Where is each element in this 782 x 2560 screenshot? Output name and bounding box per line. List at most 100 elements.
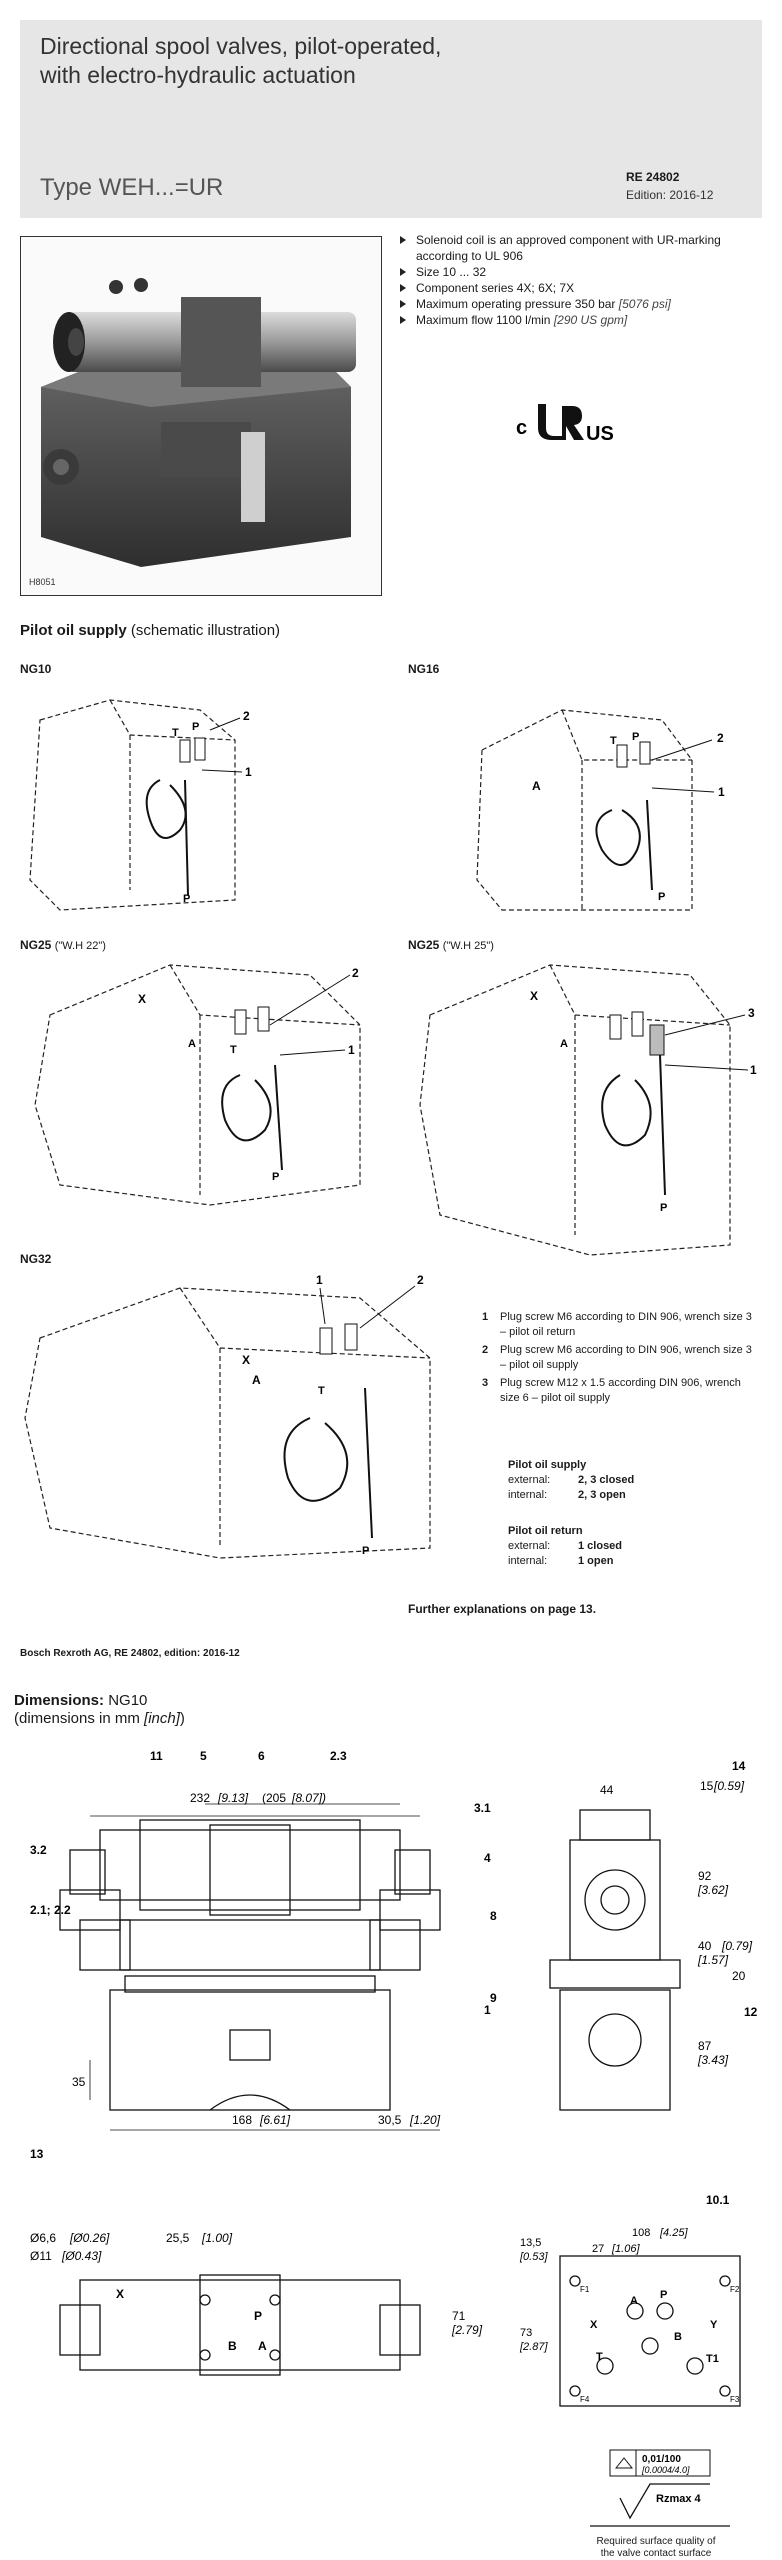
callout-3: 3 <box>748 1006 755 1020</box>
port-a: A <box>630 2295 638 2307</box>
port-p: P <box>362 1545 369 1557</box>
surface-quality-symbol: 0,01/100 [0.0004/4.0] Rzmax 4 <box>590 2449 730 2527</box>
dim-108-inch: [4.25] <box>659 2227 688 2239</box>
header-band: Directional spool valves, pilot-operated… <box>20 20 762 218</box>
port-t: T <box>172 727 179 739</box>
callout-2: 2 <box>417 1273 424 1287</box>
callout-1: 1 <box>245 765 252 779</box>
dim-71: 71 <box>452 2309 466 2323</box>
pos-11: 11 <box>150 1749 163 1763</box>
label-ng32: NG32 <box>20 1252 52 1266</box>
dim-40-inch: [1.57] <box>697 1953 729 1967</box>
callout-2: 2 <box>243 709 250 723</box>
surface-caption: Required surface quality of the valve co… <box>596 2536 716 2559</box>
dim-92: 92 <box>698 1869 712 1883</box>
dim-73: 73 <box>520 2327 532 2339</box>
dim-dia-6-6-inch: [Ø0.26] <box>69 2231 110 2245</box>
dim-87-inch: [3.43] <box>697 2053 729 2067</box>
dim-13-5: 13,5 <box>520 2237 541 2249</box>
photo-code: H8051 <box>29 577 56 587</box>
port-a: A <box>532 779 541 793</box>
ng10-schematic: 2 1 P T P <box>29 699 252 911</box>
port-p: P <box>632 731 639 743</box>
ur-mark-us: US <box>586 423 614 445</box>
pos-10-1: 10.1 <box>706 2193 730 2207</box>
port-x: X <box>116 2287 124 2301</box>
mounting-face-drawing: 108 [4.25] 13,5 [0.53] 27 [1.06] 73 [2.8… <box>519 2227 741 2407</box>
further-explanations: Further explanations on page 13. <box>408 1602 597 1616</box>
pos-6: 6 <box>258 1749 265 1763</box>
port-f3: F3 <box>730 2395 740 2404</box>
feature-item: Size 10 ... 32 <box>398 264 738 280</box>
port-t: T <box>610 735 617 747</box>
supply-legend: Pilot oil supply external:2, 3 closed in… <box>508 1459 635 1501</box>
dim-44: 44 <box>600 1783 614 1797</box>
ng25-22-schematic: 2 1 P T X A <box>34 964 361 1206</box>
label-ng10: NG10 <box>20 662 52 676</box>
port-p: P <box>183 893 190 905</box>
dim-232-inch: [9.13] <box>217 1791 249 1805</box>
dim-20: 20 <box>732 1969 746 1983</box>
pos-3-2: 3.2 <box>30 1843 47 1857</box>
ng32-schematic: 1 2 P T X A <box>24 1273 431 1559</box>
dim-25-5-inch: [1.00] <box>201 2231 233 2245</box>
dim-15-inch: [0.59] <box>713 1779 745 1793</box>
product-photo: H8051 <box>20 236 382 596</box>
dim-dia-11: Ø11 <box>30 2249 52 2263</box>
pos-2-3: 2.3 <box>330 1749 347 1763</box>
port-x: X <box>138 992 146 1006</box>
dim-168-inch: [6.61] <box>259 2113 291 2127</box>
document-title: Directional spool valves, pilot-operated… <box>40 33 442 88</box>
roughness-value: Rzmax 4 <box>656 2493 702 2505</box>
port-t: T <box>596 2351 603 2363</box>
return-legend: Pilot oil return external:1 closed inter… <box>508 1525 623 1567</box>
port-a: A <box>252 1373 261 1387</box>
dim-25-5: 25,5 <box>166 2231 190 2245</box>
ng16-schematic: 2 1 P T P A <box>476 709 725 911</box>
dim-15: 15 <box>700 1779 714 1793</box>
valve-illustration <box>21 237 381 595</box>
callout-2: 2 <box>717 731 724 745</box>
port-t: T <box>230 1044 237 1056</box>
pos-1: 1 <box>484 2003 491 2017</box>
pos-2-1-2-2: 2.1; 2.2 <box>30 1903 71 1917</box>
port-f4: F4 <box>580 2395 590 2404</box>
ng25-25-schematic: 3 1 P X A <box>419 964 757 1256</box>
dim-205: (205 <box>262 1791 286 1805</box>
pos-5: 5 <box>200 1749 207 1763</box>
pos-3-1: 3.1 <box>474 1801 491 1815</box>
callout-1: 1 <box>718 785 725 799</box>
dimensions-title: Dimensions: NG10 (dimensions in mm [inch… <box>14 1692 185 1727</box>
port-a: A <box>258 2339 267 2353</box>
label-ng25-25: NG25 ("W.H 25") <box>408 938 494 952</box>
front-view-drawing: 11 5 6 2.3 3.1 3.2 4 2.1; 2.2 1 13 232 [… <box>30 1749 491 2161</box>
top-view-drawing: Ø6,6 [Ø0.26] Ø11 [Ø0.43] 25,5 [1.00] 71 … <box>30 2231 483 2376</box>
doc-number: RE 24802 <box>626 170 680 184</box>
dim-30-5-inch: [1.20] <box>409 2113 441 2127</box>
dim-30-5: 30,5 <box>378 2113 402 2127</box>
dim-40: 40 <box>698 1939 712 1953</box>
dim-205-inch: [8.07]) <box>291 1791 326 1805</box>
port-p: P <box>192 721 199 733</box>
pos-12: 12 <box>744 2005 758 2019</box>
feature-item: Solenoid coil is an approved component w… <box>398 232 738 264</box>
callout-1: 1 <box>316 1273 323 1287</box>
port-t: T <box>318 1385 325 1397</box>
dim-35: 35 <box>72 2075 86 2089</box>
side-view-drawing: 14 8 9 12 10.1 44 15 [0.59] 92 [3.62] 40… <box>490 1759 758 2207</box>
port-x: X <box>242 1353 250 1367</box>
port-a: A <box>188 1038 196 1050</box>
port-p: P <box>660 2289 667 2301</box>
ur-mark-c: c <box>516 417 527 439</box>
port-x: X <box>590 2319 598 2331</box>
dim-27: 27 <box>592 2243 604 2255</box>
label-ng25-22: NG25 ("W.H 22") <box>20 938 106 952</box>
flatness-value: 0,01/100 <box>642 2454 681 2465</box>
dim-27-inch: [1.06] <box>611 2243 640 2255</box>
feature-list: Solenoid coil is an approved component w… <box>398 232 738 328</box>
callout-1: 1 <box>750 1063 757 1077</box>
dim-108: 108 <box>632 2227 650 2239</box>
